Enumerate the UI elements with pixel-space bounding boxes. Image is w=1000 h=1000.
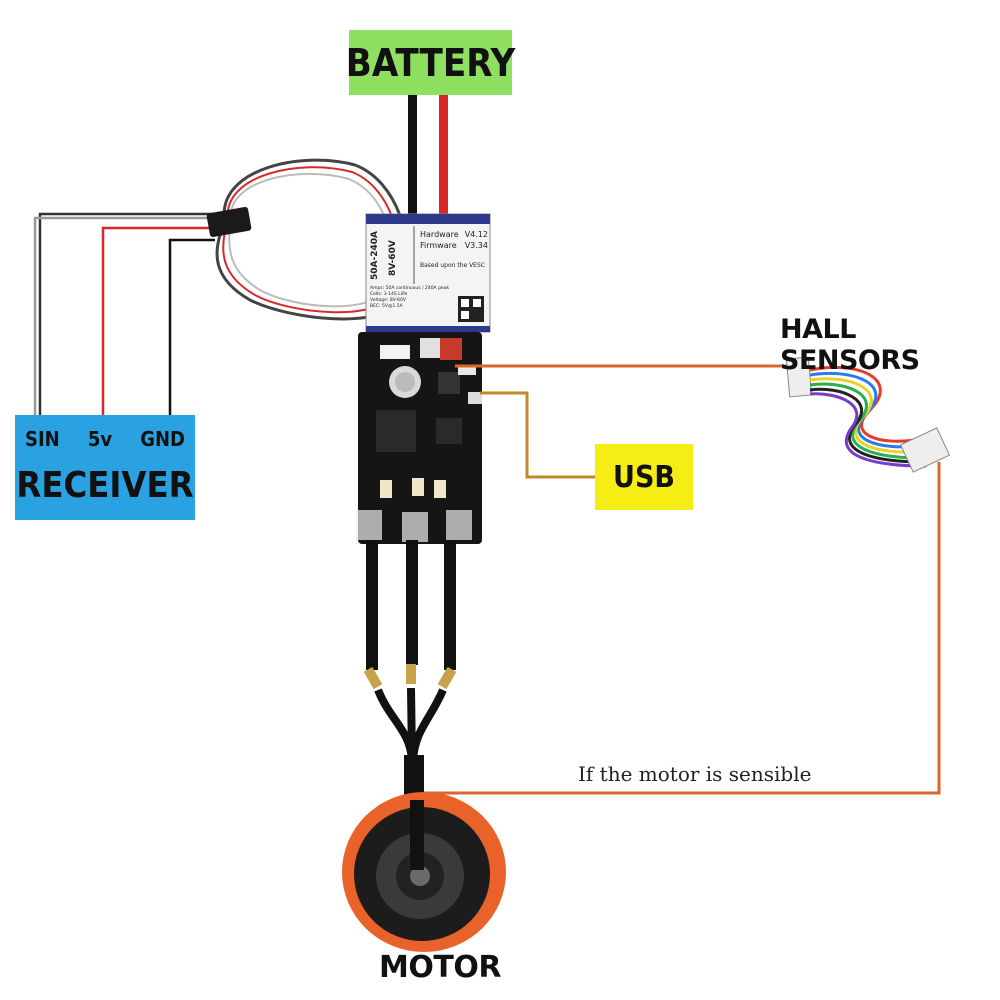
servo-connector — [206, 207, 252, 237]
esc-label-sleeve — [365, 213, 491, 333]
esc-spec-line: Amps: 50A continuous / 240A peak — [370, 286, 450, 291]
receiver-box: SIN 5v GND RECEIVER — [15, 415, 195, 520]
pin-gnd-label: GND — [140, 427, 185, 451]
motor-sensor-wire — [424, 462, 941, 795]
motor-label: MOTOR — [379, 950, 501, 985]
hardware-label: Hardware — [420, 230, 459, 239]
usb-label: USB — [595, 444, 693, 510]
esc-spec-line: Voltage: 8V-60V — [370, 298, 406, 303]
hall-sensor-cable — [785, 356, 951, 473]
usb-wire — [480, 391, 597, 479]
receiver-pins: SIN 5v GND — [25, 427, 185, 451]
hall-sensors-label: HALL SENSORS — [780, 314, 920, 376]
motor-phase-wires — [363, 540, 457, 805]
receiver-label: RECEIVER — [16, 465, 194, 506]
battery-label: BATTERY — [346, 30, 515, 95]
receiver-wires — [33, 212, 215, 418]
esc-voltage-rating: 8V-60V — [388, 240, 398, 276]
esc-current-rating: 50A-240A — [370, 231, 380, 280]
battery-leads — [408, 95, 448, 235]
firmware-label: Firmware — [420, 241, 457, 250]
hardware-version: V4.12 — [464, 230, 488, 239]
motor-illustration — [342, 792, 506, 952]
pin-5v-label: 5v — [87, 427, 113, 451]
esc-board — [356, 332, 482, 544]
esc-spec-line: BEC: 5V@1.5A — [370, 304, 403, 309]
firmware-version: V3.34 — [464, 241, 488, 250]
sensible-motor-note: If the motor is sensible — [578, 762, 812, 786]
esc-label-text: 50A-240A 8V-60V Hardware V4.12 Firmware V3… — [366, 224, 490, 326]
based-on-text: Based upon the VESC — [420, 262, 485, 269]
esc-spec-line: Cells: 3-14S LiPo — [370, 292, 408, 297]
pin-sin-label: SIN — [25, 427, 60, 451]
